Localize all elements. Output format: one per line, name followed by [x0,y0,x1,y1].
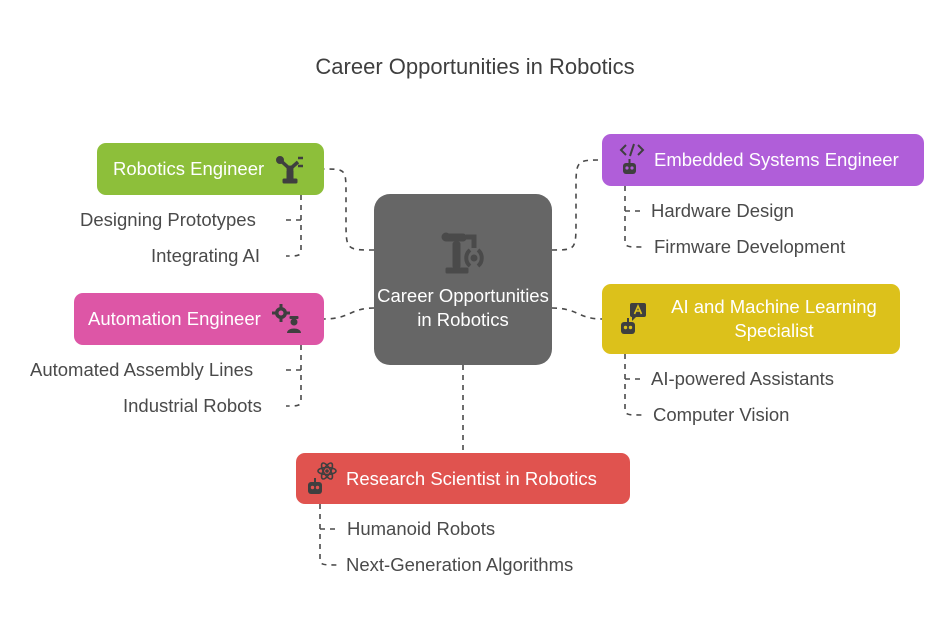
ai-robot-icon [618,302,648,336]
robotics-item-0: Designing Prototypes [80,209,256,230]
research-item-0: Humanoid Robots [347,518,496,539]
connector-ai-items [624,354,643,416]
automation-engineer-label: Automation Engineer [88,308,261,329]
automation-engineer-node: Automation Engineer [74,293,324,345]
robotics-engineer-node: Robotics Engineer [97,143,324,195]
embedded-systems-engineer-node: Embedded Systems Engineer [602,134,924,186]
embedded-item-0: Hardware Design [651,200,794,221]
diagram-title: Career Opportunities in Robotics [315,54,635,79]
connector-embedded [551,159,603,251]
code-robot-icon [618,143,646,177]
ai-item-1: Computer Vision [653,404,790,425]
ai-item-0: AI-powered Assistants [651,368,835,389]
center-node: Career Opportunities in Robotics [374,194,552,365]
connector-automation-engineer [323,307,375,320]
gears-worker-icon [271,303,303,335]
connector-robotics-items [285,195,302,257]
research-scientist-node: Research Scientist in Robotics [296,453,630,504]
robot-arm-icon [440,228,486,274]
atom-robot-icon [306,461,338,496]
connector-robotics-engineer [323,168,375,251]
embedded-systems-engineer-label: Embedded Systems Engineer [654,149,899,170]
robotics-item-1: Integrating AI [151,245,261,266]
automation-item-1: Industrial Robots [123,395,262,416]
automation-item-0: Automated Assembly Lines [30,359,254,380]
ai-ml-specialist-node: AI and Machine Learning Specialist [602,284,900,354]
robotic-arm-icon [274,153,306,185]
connector-research-items [319,504,339,566]
connector-ai [551,307,603,320]
connector-automation-items [285,345,302,407]
robotics-engineer-label: Robotics Engineer [113,158,265,179]
embedded-item-1: Firmware Development [654,236,846,257]
ai-ml-specialist-label: AI and Machine Learning Specialist [671,296,877,341]
connector-embedded-items [624,186,643,248]
research-item-1: Next-Generation Algorithms [346,554,574,575]
center-label: Career Opportunities in Robotics [377,284,549,330]
research-scientist-label: Research Scientist in Robotics [346,467,597,489]
